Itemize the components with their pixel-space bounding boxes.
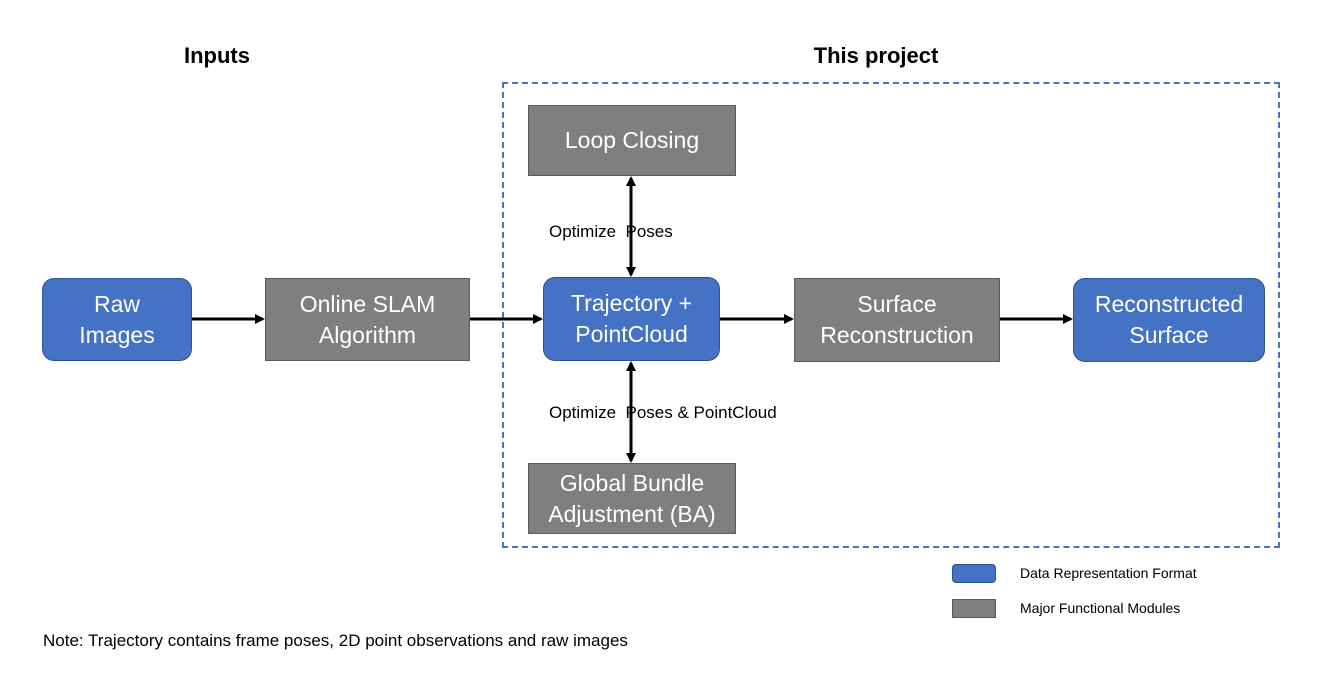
legend-swatch-module xyxy=(952,599,996,618)
this-project-heading: This project xyxy=(813,43,939,68)
online-slam-label: Online SLAM Algorithm xyxy=(299,290,436,348)
trajectory-pointcloud-node: Trajectory + PointCloud xyxy=(543,277,720,361)
surface-reconstruction-label: Surface Reconstruction xyxy=(820,291,974,348)
trajectory-pointcloud-label: Trajectory + PointCloud xyxy=(570,290,693,347)
raw-images-node: Raw Images xyxy=(42,278,192,361)
inputs-heading: Inputs xyxy=(184,43,250,68)
legend-label-data: Data Representation Format xyxy=(1020,565,1197,581)
raw-images-label: Raw Images xyxy=(79,290,155,348)
project-boundary xyxy=(502,82,1280,548)
optimize-poses-pointcloud-label: Optimize Poses & PointCloud xyxy=(549,403,777,422)
global-ba-node: Global Bundle Adjustment (BA) xyxy=(528,463,736,534)
online-slam-node: Online SLAM Algorithm xyxy=(265,278,470,361)
footnote: Note: Trajectory contains frame poses, 2… xyxy=(43,631,628,650)
optimize-poses-label: Optimize Poses xyxy=(549,222,673,241)
loop-closing-node: Loop Closing xyxy=(528,105,736,176)
reconstructed-surface-label: Reconstructed Surface xyxy=(1094,291,1244,348)
reconstructed-surface-node: Reconstructed Surface xyxy=(1073,278,1265,362)
surface-reconstruction-node: Surface Reconstruction xyxy=(794,278,1000,362)
loop-closing-label: Loop Closing xyxy=(564,127,700,153)
legend-label-module: Major Functional Modules xyxy=(1020,600,1181,616)
legend-swatch-data xyxy=(952,564,996,583)
global-ba-label: Global Bundle Adjustment (BA) xyxy=(548,469,716,527)
